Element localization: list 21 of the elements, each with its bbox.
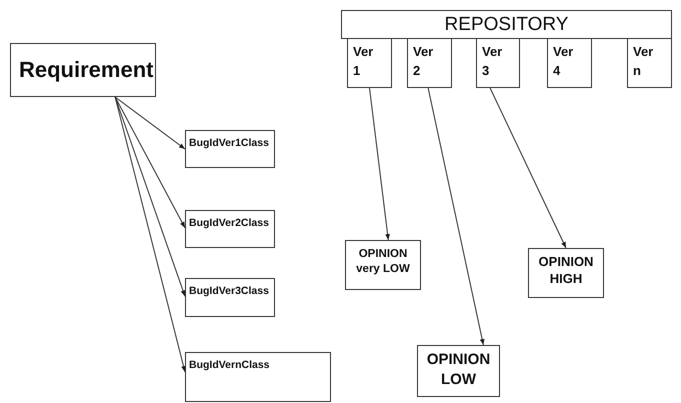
version-box: Ver 3 (476, 38, 520, 88)
version-box: Ver n (627, 38, 672, 88)
class-box: BugIdVer2Class (185, 210, 275, 248)
opinion-box: OPINION LOW (417, 345, 500, 397)
arrow (114, 96, 186, 372)
arrow (369, 88, 390, 240)
arrow (114, 96, 186, 150)
opinion-box: OPINION very LOW (345, 240, 421, 290)
arrow (428, 88, 484, 346)
version-box: Ver 2 (407, 38, 452, 88)
class-box: BugIdVernClass (185, 352, 331, 402)
opinion-box: OPINION HIGH (528, 248, 604, 298)
class-box: BugIdVer1Class (185, 130, 275, 168)
arrow (114, 96, 186, 228)
arrow (114, 96, 186, 297)
repository-header-box: REPOSITORY (341, 10, 672, 39)
arrow (490, 88, 566, 248)
requirement-box: Requirement (10, 43, 156, 97)
version-box: Ver 4 (547, 38, 592, 88)
version-box: Ver 1 (347, 38, 392, 88)
class-box: BugIdVer3Class (185, 278, 275, 317)
